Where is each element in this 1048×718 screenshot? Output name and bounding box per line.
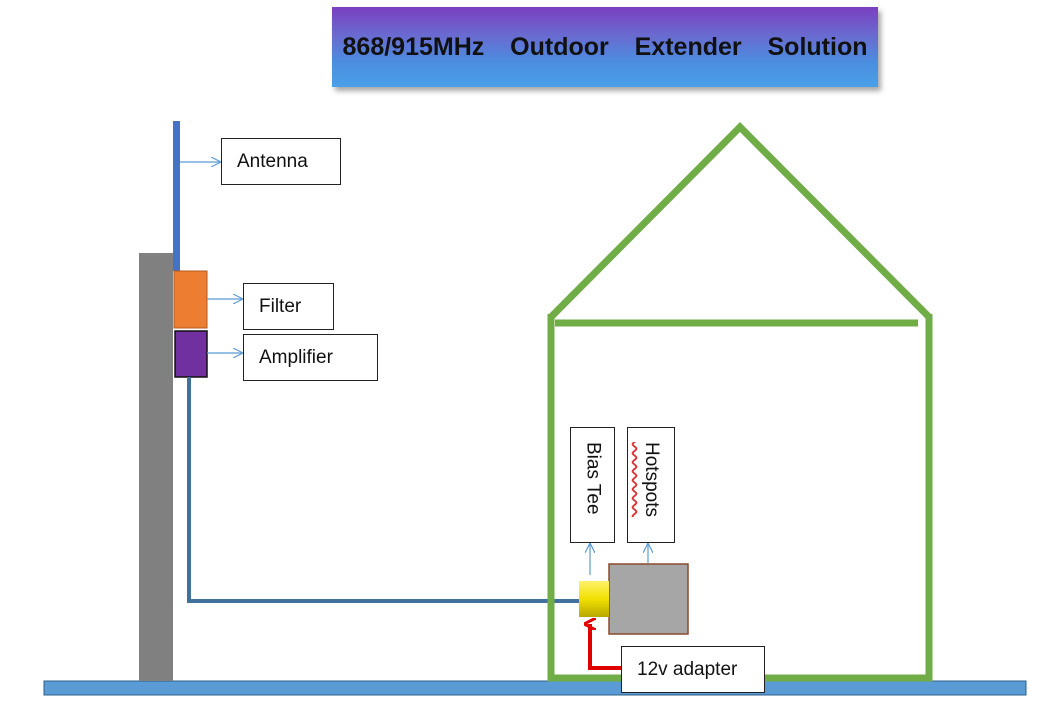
ground [43,680,1027,696]
adapter-label: 12v adapter [637,658,738,680]
adapter-label-box: 12v adapter [621,646,765,693]
bias-tee-label-box: Bias Tee [570,427,615,543]
pole [139,253,173,681]
power-line [590,624,624,670]
house-roof [548,122,932,320]
diagram-title: 868/915MHz Outdoor Extender Solution [342,32,868,61]
hotspots-label: Hotspots [641,442,662,517]
amplifier-icon [174,330,208,378]
filter-label: Filter [259,295,302,317]
coax-cable [187,377,580,603]
amplifier-label-box: Amplifier [243,334,378,381]
title-banner: 868/915MHz Outdoor Extender Solution [332,7,878,87]
hotspots-label-box: Hotspots [627,427,675,543]
amplifier-label: Amplifier [259,346,333,368]
filter-icon [173,270,208,329]
bias-tee-label: Bias Tee [582,442,604,515]
antenna-label: Antenna [237,150,308,172]
antenna-label-box: Antenna [221,138,341,185]
hotspot-device-icon [608,563,689,635]
bias-tee-icon [579,581,609,617]
filter-label-box: Filter [243,283,334,330]
antenna-icon [173,121,180,271]
